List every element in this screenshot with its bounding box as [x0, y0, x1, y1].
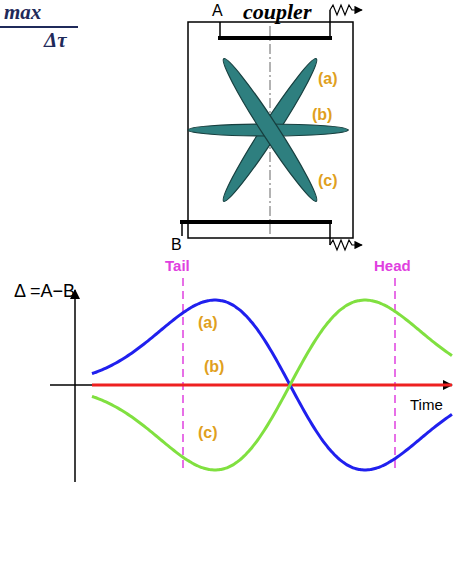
time-axis	[50, 384, 452, 386]
y-axis	[74, 290, 76, 482]
beam-bunch	[217, 54, 323, 205]
signal-c	[92, 300, 452, 470]
feed-wire	[329, 10, 331, 38]
stripline-plate	[180, 220, 332, 224]
resistor-symbol	[330, 5, 362, 15]
port-name: A	[212, 2, 223, 20]
feed-wire	[219, 22, 221, 38]
axis-label: Δ =A−B	[14, 282, 75, 302]
device-name: coupler	[243, 0, 311, 24]
case-label: (a)	[198, 314, 218, 332]
feed-wire	[329, 222, 331, 245]
tail-marker	[182, 278, 184, 472]
axis-label: Time	[410, 397, 443, 414]
signal-b	[92, 384, 452, 387]
case-label: (b)	[312, 106, 332, 124]
fraction-bar	[0, 26, 78, 28]
signal-a	[92, 300, 452, 470]
case-label: (c)	[318, 172, 338, 190]
formula-term: Δτ	[44, 29, 67, 52]
marker-label: Tail	[165, 258, 190, 275]
case-label: (b)	[204, 358, 224, 376]
port-name: B	[171, 236, 182, 254]
head-marker	[394, 278, 396, 472]
case-label: (a)	[318, 70, 338, 88]
marker-label: Head	[374, 258, 411, 275]
stripline-plate	[218, 36, 332, 40]
feed-wire	[181, 222, 183, 236]
case-label: (c)	[198, 424, 218, 442]
formula-term: max	[4, 1, 41, 24]
coupler-housing	[188, 22, 353, 238]
resistor-symbol	[330, 240, 362, 250]
